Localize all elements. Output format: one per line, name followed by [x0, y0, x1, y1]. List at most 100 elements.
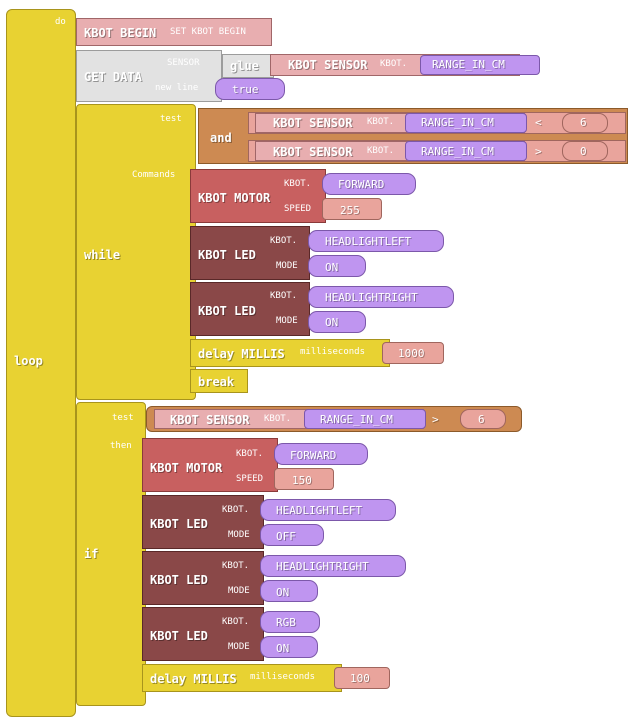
while-led2-target[interactable] — [308, 286, 454, 308]
if-motor-speed[interactable] — [274, 468, 334, 490]
while-label: while — [84, 248, 121, 262]
newline-value[interactable] — [215, 78, 285, 100]
if-led2-block[interactable] — [142, 551, 264, 605]
while-led2-kbot: KBOT. — [270, 291, 298, 301]
while-commands-label: Commands — [132, 170, 176, 180]
while-cond2-sensor-name: KBOT SENSOR — [273, 145, 353, 159]
while-motor-dir[interactable] — [322, 173, 416, 195]
while-led1-target[interactable] — [308, 230, 444, 252]
while-led1-target-text: HEADLIGHTLEFT — [325, 235, 412, 248]
if-delay-label: delay MILLIS — [150, 672, 237, 686]
while-cond2-value[interactable] — [405, 141, 527, 161]
while-cond2-op: > — [535, 145, 542, 158]
while-cond2-num[interactable] — [562, 141, 608, 161]
if-led2-label: KBOT LED — [150, 573, 208, 587]
if-cond-value[interactable] — [304, 409, 426, 429]
if-motor-label: KBOT MOTOR — [150, 461, 223, 475]
if-label: if — [84, 547, 99, 561]
kbot-begin-label: KBOT BEGIN — [84, 26, 157, 40]
while-led1-kbot: KBOT. — [270, 236, 298, 246]
if-led2-mode-text: ON — [276, 586, 290, 599]
if-led3-target[interactable] — [260, 611, 320, 633]
while-delay-ms-label: milliseconds — [300, 347, 366, 357]
if-block[interactable] — [76, 402, 146, 706]
if-led1-label: KBOT LED — [150, 517, 208, 531]
if-cond-value-text: RANGE_IN_CM — [320, 413, 393, 426]
while-cond1-op: < — [535, 116, 542, 129]
while-motor-speed[interactable] — [322, 198, 382, 220]
if-led2-kbot: KBOT. — [222, 561, 250, 571]
if-led1-mode-text: OFF — [276, 530, 296, 543]
while-motor-block[interactable] — [190, 169, 326, 223]
while-cond1-value[interactable] — [405, 113, 527, 133]
while-cond2-kbot: KBOT. — [367, 146, 395, 156]
while-led1-mode-text: ON — [325, 261, 339, 274]
get-data-sensor-value[interactable] — [420, 55, 540, 75]
if-led3-mode[interactable] — [260, 636, 318, 658]
while-led2-block[interactable] — [190, 282, 310, 336]
if-led1-mode-label: MODE — [228, 530, 250, 540]
if-cond-num[interactable] — [460, 409, 506, 429]
while-delay-block[interactable] — [190, 339, 390, 367]
newline-value-text: true — [232, 83, 259, 96]
get-data-kbot-label: KBOT. — [380, 59, 408, 69]
while-led2-label: KBOT LED — [198, 304, 256, 318]
if-led2-target-text: HEADLIGHTRIGHT — [276, 560, 369, 573]
while-delay-label: delay MILLIS — [198, 347, 285, 361]
if-cond-sensor-name: KBOT SENSOR — [170, 413, 250, 427]
if-motor-speed-label: SPEED — [236, 474, 264, 484]
while-led1-block[interactable] — [190, 226, 310, 280]
if-led1-block[interactable] — [142, 495, 264, 549]
if-cond-op: > — [432, 413, 439, 426]
glue-label: glue — [230, 59, 259, 73]
if-test-label: test — [112, 413, 134, 423]
while-cond1-kbot: KBOT. — [367, 117, 395, 127]
loop-label: loop — [14, 354, 43, 368]
while-led2-mode-text: ON — [325, 316, 339, 329]
if-led3-mode-label: MODE — [228, 642, 250, 652]
if-motor-kbot: KBOT. — [236, 449, 264, 459]
if-motor-block[interactable] — [142, 438, 278, 492]
while-motor-kbot: KBOT. — [284, 179, 312, 189]
break-block[interactable] — [190, 369, 248, 393]
while-cond1-value-text: RANGE_IN_CM — [421, 116, 494, 129]
get-data-sensor-name: KBOT SENSOR — [288, 58, 368, 72]
if-delay-value-text: 100 — [350, 672, 370, 685]
while-cond1-sensor-name: KBOT SENSOR — [273, 116, 353, 130]
if-led3-label: KBOT LED — [150, 629, 208, 643]
while-motor-label: KBOT MOTOR — [198, 191, 271, 205]
if-cond-kbot: KBOT. — [264, 414, 292, 424]
while-test-label: test — [160, 114, 182, 124]
if-delay-value[interactable] — [334, 667, 390, 689]
while-delay-value-text: 1000 — [398, 347, 425, 360]
get-data-newline-label: new line — [155, 83, 199, 93]
while-cond2-value-text: RANGE_IN_CM — [421, 145, 494, 158]
get-data-block[interactable] — [76, 50, 222, 102]
if-led2-target[interactable] — [260, 555, 406, 577]
kbot-begin-block[interactable] — [76, 18, 272, 46]
if-led3-block[interactable] — [142, 607, 264, 661]
while-led2-mode[interactable] — [308, 311, 366, 333]
if-cond-num-text: 6 — [478, 413, 485, 426]
if-led3-mode-text: ON — [276, 642, 290, 655]
while-cond1-num[interactable] — [562, 113, 608, 133]
kbot-begin-sub: SET KBOT BEGIN — [170, 27, 246, 37]
if-led1-mode[interactable] — [260, 524, 324, 546]
break-label: break — [198, 375, 235, 389]
if-motor-dir-text: FORWARD — [290, 449, 337, 462]
while-led2-mode-label: MODE — [276, 316, 298, 326]
while-block[interactable] — [76, 104, 196, 400]
and-label: and — [210, 131, 232, 145]
while-cond2-num-text: 0 — [580, 145, 587, 158]
while-motor-speed-label: SPEED — [284, 204, 312, 214]
while-delay-value[interactable] — [382, 342, 444, 364]
get-data-label: GET DATA — [84, 70, 142, 84]
loop-block[interactable] — [6, 9, 76, 717]
if-then-label: then — [110, 441, 132, 451]
if-led1-target[interactable] — [260, 499, 396, 521]
while-led1-mode[interactable] — [308, 255, 366, 277]
while-motor-speed-text: 255 — [340, 204, 360, 217]
if-motor-dir[interactable] — [274, 443, 368, 465]
if-led2-mode[interactable] — [260, 580, 318, 602]
if-delay-block[interactable] — [142, 664, 342, 692]
